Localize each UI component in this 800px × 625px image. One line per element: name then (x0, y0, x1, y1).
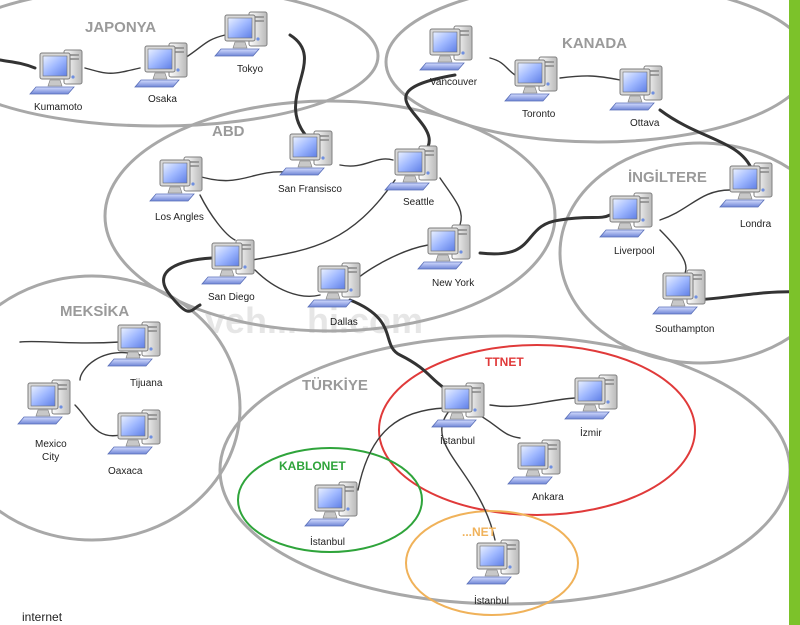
node-label-tijuana: Tijuana (130, 378, 163, 389)
node-label-southampton: Southampton (655, 324, 715, 335)
isp-kablonet-outline (237, 447, 423, 553)
region-label-canada: KANADA (562, 35, 627, 52)
node-label-vancouver: Vancouver (430, 77, 478, 88)
computer-icon-oaxaca (107, 409, 161, 455)
isp-ttnet-outline (378, 344, 696, 516)
node-label-tokyo: Tokyo (237, 64, 264, 75)
computer-icon-san-diego (201, 239, 255, 285)
node-label-liverpool: Liverpool (614, 246, 655, 257)
node-label-san-francisco: San Fransisco (278, 184, 342, 195)
computer-icon-seattle (384, 145, 438, 191)
computer-icon-new-york (417, 224, 471, 270)
region-label-england: İNGİLTERE (628, 169, 707, 186)
node-label-ottawa: Ottava (630, 118, 660, 129)
computer-icons (17, 11, 773, 585)
node-label-toronto: Toronto (522, 109, 556, 120)
node-label-osaka: Osaka (148, 94, 177, 105)
isp-label-net: ...NET (462, 525, 497, 539)
region-label-usa: ABD (212, 123, 245, 140)
computer-icon-tokyo (214, 11, 268, 57)
node-label-izmir: İzmir (580, 426, 602, 439)
region-mexico-outline (0, 274, 242, 542)
local-links (19, 34, 731, 541)
computer-icon-kumamoto (29, 49, 83, 95)
computer-icon-san-francisco (279, 130, 333, 176)
node-label-kumamoto: Kumamoto (34, 102, 83, 113)
backbone-links (0, 33, 800, 394)
computer-icon-istanbul-ttnet (431, 382, 485, 428)
computer-icon-osaka (134, 42, 188, 88)
node-label-mexico-city-line1: Mexico (35, 439, 67, 450)
node-label-oaxaca: Oaxaca (108, 466, 143, 477)
node-label-new-york: New York (432, 278, 475, 289)
node-label-los-angeles: Los Angles (155, 212, 204, 223)
computer-icon-southampton (652, 269, 706, 315)
computer-icon-toronto (504, 56, 558, 102)
isp-net-outline (405, 510, 579, 616)
computer-icon-istanbul-kablonet (304, 481, 358, 527)
region-label-turkey: TÜRKİYE (302, 377, 368, 394)
computer-icon-istanbul-net (466, 539, 520, 585)
computer-icon-vancouver (419, 25, 473, 71)
node-label-ankara: Ankara (532, 492, 564, 503)
accent-bar (789, 0, 800, 625)
computer-icon-ankara (507, 439, 561, 485)
node-label-dallas: Dallas (330, 317, 358, 328)
isp-label-kablonet: KABLONET (279, 459, 346, 473)
region-canada-outline (384, 0, 800, 144)
node-label-istanbul-net: İstanbul (474, 594, 509, 607)
computer-icon-london (719, 162, 773, 208)
region-japan-outline (0, 0, 380, 128)
region-label-japan: JAPONYA (85, 19, 156, 36)
node-label-istanbul-ttnet: İstanbul (440, 434, 475, 447)
region-usa-outline (103, 99, 557, 333)
computer-icon-mexico-city (17, 379, 71, 425)
node-label-san-diego: San Diego (208, 292, 255, 303)
region-england-outline (558, 141, 800, 365)
computer-icon-los-angeles (149, 156, 203, 202)
isp-label-ttnet: TTNET (485, 355, 524, 369)
node-label-seattle: Seattle (403, 197, 435, 208)
footer-caption: internet (22, 610, 63, 624)
node-label-london: Londra (740, 219, 772, 230)
node-label-mexico-city-line2: City (42, 452, 59, 463)
computer-icon-ottawa (609, 65, 663, 111)
region-label-mexico: MEKSİKA (60, 303, 129, 320)
computer-icon-izmir (564, 374, 618, 420)
node-label-istanbul-kablonet: İstanbul (310, 535, 345, 548)
computer-icon-tijuana (107, 321, 161, 367)
